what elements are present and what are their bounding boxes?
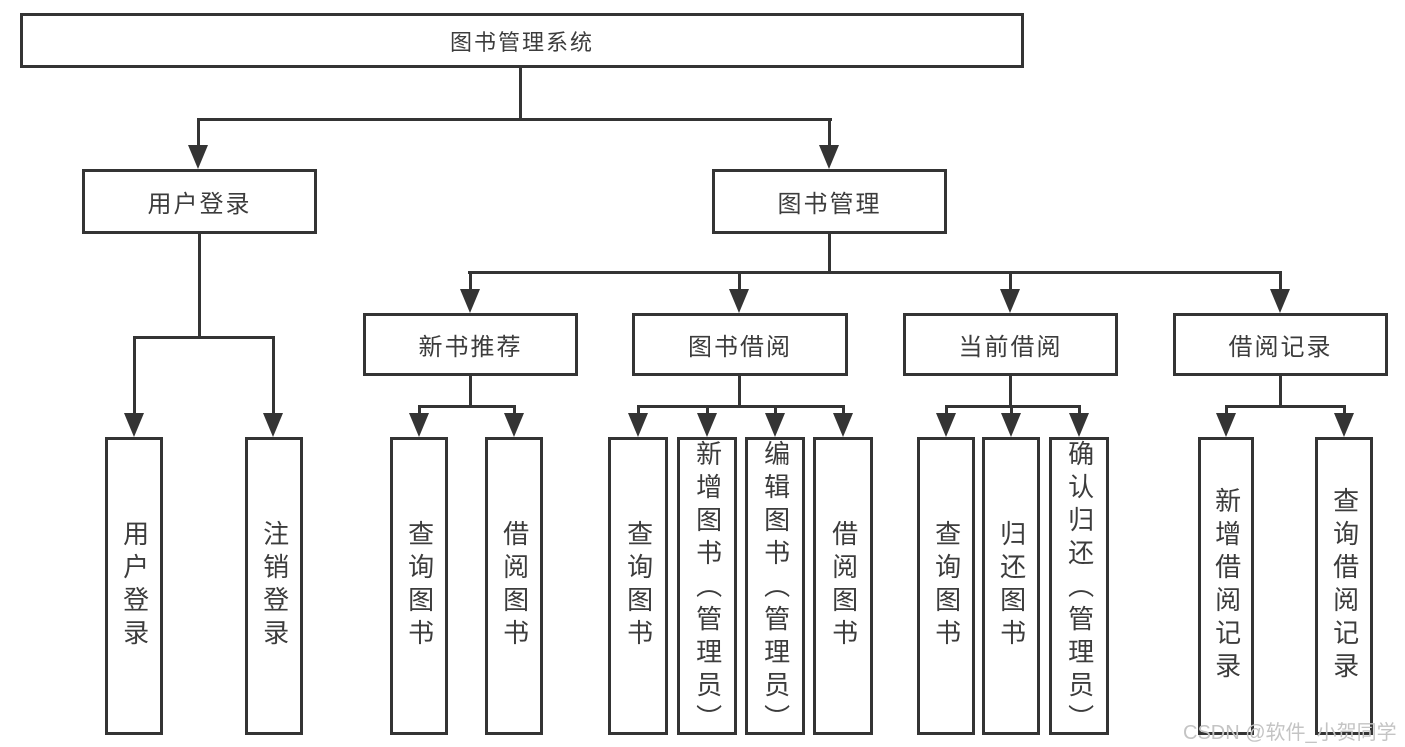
csdn-watermark: CSDN @软件_小贺同学: [1183, 722, 1397, 744]
leaf-logout-login-label: 注销登录: [259, 520, 290, 652]
connector-line: [706, 408, 709, 414]
arrowhead-down-icon: [833, 413, 853, 437]
connector-line: [1010, 408, 1013, 414]
leaf-query-books-borrowing-label: 查询图书: [623, 520, 654, 652]
leaf-query-borrow-record: 查询借阅记录: [1315, 437, 1373, 735]
leaf-query-borrow-record-label: 查询借阅记录: [1329, 487, 1360, 685]
leaf-user-login: 用户登录: [105, 437, 163, 735]
arrowhead-down-icon: [1216, 413, 1236, 437]
leaf-borrow-books-borrowing: 借阅图书: [813, 437, 873, 735]
leaf-add-borrow-record: 新增借阅记录: [1198, 437, 1254, 735]
node-new-book-recommend-label: 新书推荐: [418, 334, 523, 361]
leaf-logout-login: 注销登录: [245, 437, 303, 735]
leaf-query-books-recommend-label: 查询图书: [404, 520, 435, 652]
leaf-borrow-books-recommend: 借阅图书: [485, 437, 543, 735]
arrowhead-down-icon: [1000, 289, 1020, 313]
node-user-login-label: 用户登录: [147, 191, 252, 218]
connector-line: [738, 376, 741, 408]
leaf-add-borrow-record-label: 新增借阅记录: [1211, 487, 1242, 685]
arrowhead-down-icon: [188, 145, 208, 169]
arrowhead-down-icon: [263, 413, 283, 437]
connector-line: [945, 408, 948, 414]
connector-line: [197, 121, 200, 146]
node-book-borrowing: 图书借阅: [632, 313, 848, 376]
node-current-borrowing: 当前借阅: [903, 313, 1118, 376]
connector-line: [469, 376, 472, 408]
connector-line: [133, 336, 275, 339]
node-book-management: 图书管理: [712, 169, 947, 234]
connector-line: [133, 339, 136, 414]
connector-line: [469, 274, 472, 290]
node-book-borrowing-label: 图书借阅: [688, 334, 792, 361]
leaf-edit-books-admin: 编辑图书（管理员）: [745, 437, 805, 737]
arrowhead-down-icon: [460, 289, 480, 313]
node-root: 图书管理系统: [20, 13, 1024, 68]
connector-line: [738, 274, 741, 290]
leaf-query-books-recommend: 查询图书: [390, 437, 448, 735]
arrowhead-down-icon: [409, 413, 429, 437]
connector-line: [828, 234, 831, 274]
connector-line: [198, 234, 201, 339]
connector-line: [519, 68, 522, 121]
connector-line: [418, 408, 421, 414]
node-current-borrowing-label: 当前借阅: [958, 334, 1063, 361]
leaf-borrow-books-recommend-label: 借阅图书: [499, 520, 530, 652]
connector-line: [637, 408, 640, 414]
leaf-borrow-books-borrowing-label: 借阅图书: [828, 520, 859, 652]
connector-line: [842, 408, 845, 414]
connector-line: [1279, 376, 1282, 408]
arrowhead-down-icon: [628, 413, 648, 437]
leaf-return-books-label: 归还图书: [996, 520, 1027, 652]
connector-line: [1343, 408, 1346, 414]
arrowhead-down-icon: [1270, 289, 1290, 313]
connector-line: [418, 405, 516, 408]
leaf-confirm-return-admin: 确认归还（管理员）: [1049, 437, 1109, 737]
connector-line: [1078, 408, 1081, 414]
connector-line: [468, 271, 1282, 274]
leaf-edit-books-admin-label: 编辑图书（管理员）: [760, 440, 791, 737]
connector-line: [774, 408, 777, 414]
connector-line: [828, 121, 831, 146]
arrowhead-down-icon: [1334, 413, 1354, 437]
arrowhead-down-icon: [765, 413, 785, 437]
arrowhead-down-icon: [1069, 413, 1089, 437]
node-root-label: 图书管理系统: [449, 29, 594, 55]
leaf-confirm-return-admin-label: 确认归还（管理员）: [1064, 440, 1095, 737]
connector-line: [1279, 274, 1282, 290]
leaf-query-books-current-label: 查询图书: [931, 520, 962, 652]
leaf-user-login-label: 用户登录: [119, 520, 150, 652]
connector-line: [637, 405, 845, 408]
arrowhead-down-icon: [936, 413, 956, 437]
connector-line: [1009, 376, 1012, 408]
connector-line: [513, 408, 516, 414]
leaf-add-books-admin: 新增图书（管理员）: [677, 437, 737, 737]
node-borrowing-records-label: 借阅记录: [1228, 334, 1333, 361]
connector-line: [945, 405, 1081, 408]
arrowhead-down-icon: [697, 413, 717, 437]
connector-line: [272, 339, 275, 414]
connector-line: [1009, 274, 1012, 290]
node-new-book-recommend: 新书推荐: [363, 313, 578, 376]
node-borrowing-records: 借阅记录: [1173, 313, 1388, 376]
arrowhead-down-icon: [504, 413, 524, 437]
leaf-return-books: 归还图书: [982, 437, 1040, 735]
arrowhead-down-icon: [729, 289, 749, 313]
connector-line: [1225, 405, 1346, 408]
leaf-add-books-admin-label: 新增图书（管理员）: [692, 440, 723, 737]
leaf-query-books-borrowing: 查询图书: [608, 437, 668, 735]
arrowhead-down-icon: [1001, 413, 1021, 437]
arrowhead-down-icon: [124, 413, 144, 437]
arrowhead-down-icon: [819, 145, 839, 169]
leaf-query-books-current: 查询图书: [917, 437, 975, 735]
connector-line: [1225, 408, 1228, 414]
node-user-login: 用户登录: [82, 169, 317, 234]
node-book-management-label: 图书管理: [777, 191, 882, 218]
connector-line: [197, 118, 832, 121]
